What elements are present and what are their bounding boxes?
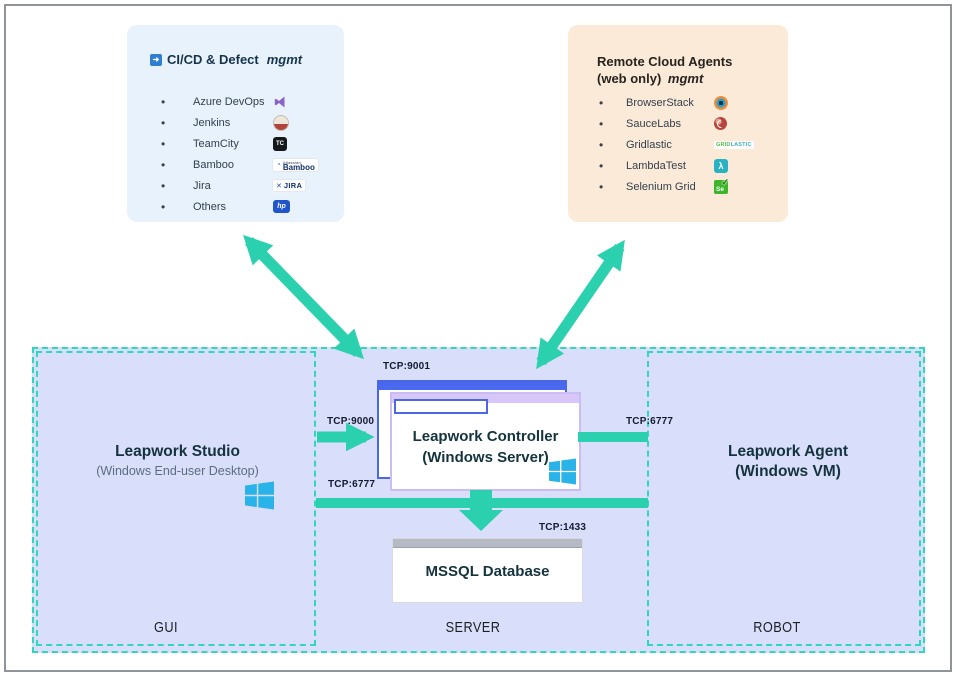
arrow-right-icon: ➜ xyxy=(150,53,162,66)
controller-title: Leapwork Controller (Windows Server) xyxy=(392,426,579,468)
controller-front-window: Leapwork Controller (Windows Server) xyxy=(390,392,581,491)
server-section-label: SERVER xyxy=(445,619,501,636)
cloud-agent-list: • BrowserStack • SauceLabs • Gridlastic … xyxy=(568,92,788,197)
azure-devops-icon xyxy=(273,95,287,109)
cloud-title-line1: Remote Cloud Agents xyxy=(597,54,733,69)
jira-icon: ✕ JIRA xyxy=(273,180,306,191)
list-item: • Others hp xyxy=(127,196,344,217)
gridlastic-icon: GRIDLASTIC xyxy=(714,140,754,149)
gridlastic-text-lastic: LASTIC xyxy=(730,141,752,148)
bullet: • xyxy=(599,179,604,194)
teamcity-icon: TC xyxy=(273,136,287,151)
gui-section-label: GUI xyxy=(154,619,178,636)
cicd-defect-mgmt-box: ➜ CI/CD & Defect mgmt • Azure DevOps • J… xyxy=(127,25,344,222)
browserstack-icon xyxy=(714,95,728,110)
agent-label: SauceLabs xyxy=(626,117,682,130)
tool-label: Bamboo xyxy=(193,158,234,171)
port-label-6777-right: TCP:6777 xyxy=(626,416,674,427)
tool-label: Others xyxy=(193,200,227,213)
selenium-check-mark: ✓ xyxy=(721,176,729,187)
robot-section-label: ROBOT xyxy=(753,619,801,636)
saucelabs-icon xyxy=(714,117,727,130)
list-item: • Selenium Grid Se ✓ xyxy=(568,176,788,197)
lambdatest-icon: λ xyxy=(714,158,728,173)
jira-wordmark: JIRA xyxy=(283,181,303,190)
selenium-grid-icon: Se ✓ xyxy=(714,176,729,194)
address-bar xyxy=(394,399,488,414)
agent-title-line1: Leapwork Agent xyxy=(728,443,848,460)
port-label-6777-left: TCP:6777 xyxy=(328,479,376,490)
list-item: • TeamCity TC xyxy=(127,133,344,154)
bamboo-mark: ◔ xyxy=(276,159,281,169)
cloud-title-line2: (web only) mgmt xyxy=(597,70,732,87)
bullet: • xyxy=(161,178,166,193)
bullet: • xyxy=(599,95,604,110)
bullet: • xyxy=(599,158,604,173)
jenkins-icon xyxy=(273,114,289,131)
back-window-titlebar xyxy=(379,382,565,390)
bullet: • xyxy=(161,115,166,130)
list-item: • SauceLabs xyxy=(568,113,788,134)
jira-mark: ✕ xyxy=(276,182,282,190)
list-item: • LambdaTest λ xyxy=(568,155,788,176)
windows-logo-icon xyxy=(549,458,576,490)
atlassian-micro-label: Atlassian xyxy=(282,159,301,165)
cicd-title-text: CI/CD & Defect xyxy=(167,52,259,67)
agent-label: Selenium Grid xyxy=(626,180,696,193)
tool-label: Jira xyxy=(193,179,211,192)
bamboo-wordmark: Bamboo xyxy=(282,162,315,172)
hp-icon: hp xyxy=(273,200,290,213)
agent-label: LambdaTest xyxy=(626,159,686,172)
cloud-box-title: Remote Cloud Agents (web only) mgmt xyxy=(597,53,732,87)
bullet: • xyxy=(599,116,604,131)
agent-label: BrowserStack xyxy=(626,96,694,109)
remote-cloud-agents-box: Remote Cloud Agents (web only) mgmt • Br… xyxy=(568,25,788,222)
bullet: • xyxy=(161,94,166,109)
cloud-title-line2-text: (web only) xyxy=(597,71,662,86)
cicd-title-italic: mgmt xyxy=(266,52,303,67)
list-item: • BrowserStack xyxy=(568,92,788,113)
bamboo-icon: ◔ Atlassian Bamboo xyxy=(273,158,318,172)
robot-section-box xyxy=(647,351,921,646)
tool-label: TeamCity xyxy=(193,137,239,150)
bullet: • xyxy=(161,157,166,172)
bullet: • xyxy=(161,136,166,151)
agent-title-line2: (Windows VM) xyxy=(735,463,841,480)
list-item: • Azure DevOps xyxy=(127,91,344,112)
front-window-titlebar xyxy=(392,394,579,403)
port-label-1433: TCP:1433 xyxy=(539,522,587,533)
cicd-tool-list: • Azure DevOps • Jenkins • TeamCity TC •… xyxy=(127,91,344,217)
tool-label: Azure DevOps xyxy=(193,95,265,108)
controller-title-line2: (Windows Server) xyxy=(422,449,549,466)
list-item: • Bamboo ◔ Atlassian Bamboo xyxy=(127,154,344,175)
studio-subtitle: (Windows End-user Desktop) xyxy=(96,464,259,478)
gridlastic-text-grid: GRID xyxy=(716,141,731,148)
port-label-9001: TCP:9001 xyxy=(383,361,431,372)
agent-label: Gridlastic xyxy=(626,138,672,151)
leapwork-studio-node: Leapwork Studio (Windows End-user Deskto… xyxy=(55,442,300,478)
cicd-box-title: ➜ CI/CD & Defect mgmt xyxy=(150,52,302,67)
cloud-title-line2-italic: mgmt xyxy=(667,71,704,86)
bullet: • xyxy=(599,137,604,152)
studio-title: Leapwork Studio xyxy=(115,443,240,460)
leapwork-agent-node: Leapwork Agent (Windows VM) xyxy=(668,442,908,482)
list-item: • Jenkins xyxy=(127,112,344,133)
arrow-cloud-controller xyxy=(536,239,625,370)
tool-label: Jenkins xyxy=(193,116,231,129)
list-item: • Gridlastic GRIDLASTIC xyxy=(568,134,788,155)
database-title: MSSQL Database xyxy=(425,563,550,580)
port-label-9000: TCP:9000 xyxy=(327,416,375,427)
list-item: • Jira ✕ JIRA xyxy=(127,175,344,196)
windows-logo-icon xyxy=(245,481,274,515)
mssql-database-node: MSSQL Database xyxy=(392,538,583,603)
selenium-se-text: Se xyxy=(716,185,724,193)
controller-title-line1: Leapwork Controller xyxy=(412,428,559,445)
gui-section-box xyxy=(36,351,316,646)
bullet: • xyxy=(161,199,166,214)
database-titlebar xyxy=(393,539,582,548)
arrow-cicd-controller xyxy=(243,234,364,360)
